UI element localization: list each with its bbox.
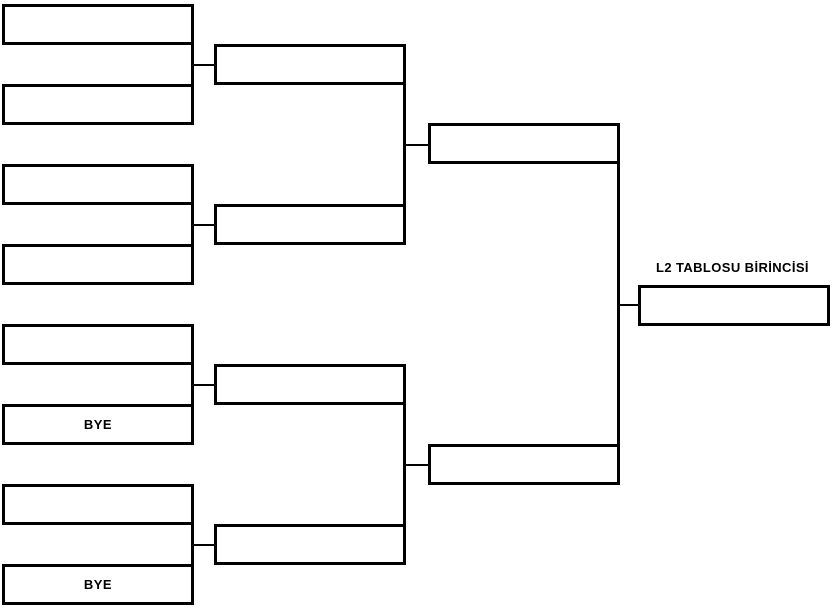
round1-slot-8-label: BYE [83, 577, 113, 592]
connector-stub-round2-1 [191, 64, 217, 66]
round1-slot-8-bye[interactable]: BYE [2, 564, 194, 605]
champion-slot[interactable] [638, 285, 830, 326]
connector-semifinal-pair [617, 163, 620, 485]
round1-slot-1[interactable] [2, 4, 194, 45]
connector-stub-semifinal-2 [403, 464, 431, 466]
round1-slot-7[interactable] [2, 484, 194, 525]
semifinal-slot-2[interactable] [428, 444, 620, 485]
round2-slot-3[interactable] [214, 364, 406, 405]
connector-stub-round2-4 [191, 544, 217, 546]
round2-slot-1[interactable] [214, 44, 406, 85]
round2-slot-2[interactable] [214, 204, 406, 245]
connector-round2-pair-2 [403, 404, 406, 545]
connector-stub-round2-3 [191, 384, 217, 386]
champion-title: L2 TABLOSU BİRİNCİSİ [656, 260, 809, 275]
round1-slot-2[interactable] [2, 84, 194, 125]
semifinal-slot-1[interactable] [428, 123, 620, 164]
connector-stub-semifinal-1 [403, 144, 431, 146]
round1-slot-6-bye[interactable]: BYE [2, 404, 194, 445]
round1-slot-3[interactable] [2, 164, 194, 205]
connector-round2-pair-1 [403, 84, 406, 225]
round1-slot-5[interactable] [2, 324, 194, 365]
round1-slot-6-label: BYE [83, 417, 113, 432]
round2-slot-4[interactable] [214, 524, 406, 565]
connector-stub-round2-2 [191, 224, 217, 226]
round1-slot-4[interactable] [2, 244, 194, 285]
connector-stub-final [617, 304, 641, 306]
